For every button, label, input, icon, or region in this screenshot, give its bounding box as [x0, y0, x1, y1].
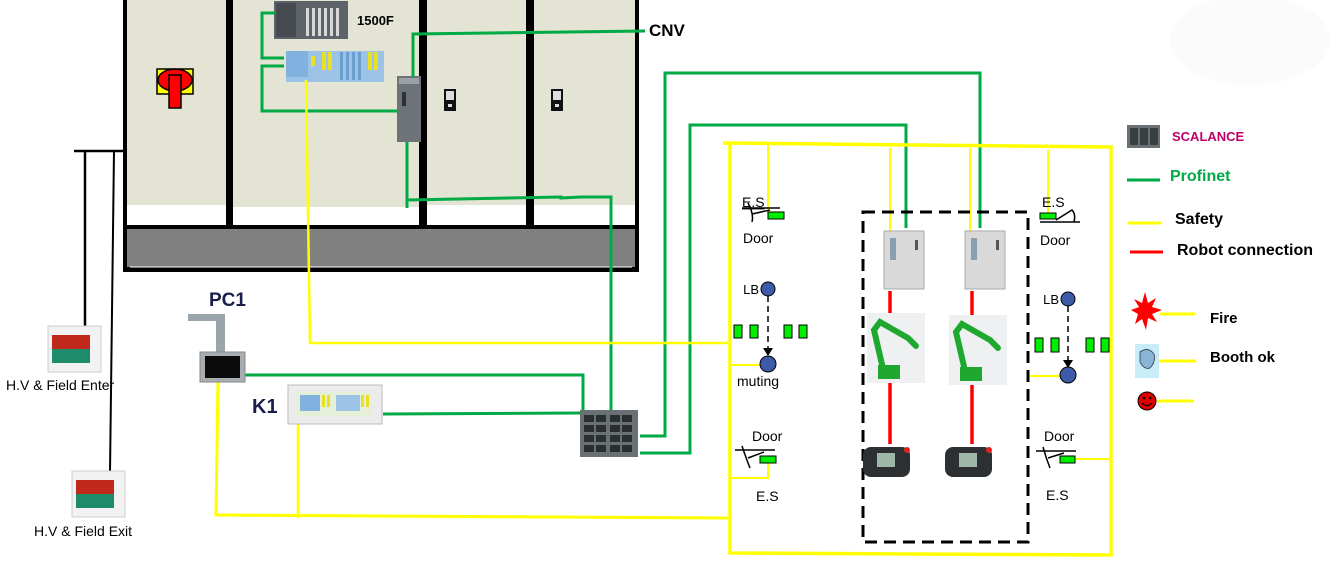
robot-arm-icon[interactable]	[867, 313, 925, 383]
legend: SCALANCE Profinet Safety Robot connectio…	[1127, 125, 1313, 411]
robot-zone-boundary	[861, 210, 1030, 544]
light-barrier-icon[interactable]	[733, 281, 808, 373]
pc1-label: PC1	[209, 290, 246, 311]
right-door-bottom-label: Door	[1044, 428, 1075, 444]
fire-icon	[1131, 292, 1162, 330]
right-door-top-label: Door	[1040, 232, 1071, 248]
door-switch-icon[interactable]	[1036, 446, 1076, 469]
booth-ok-icon	[1135, 344, 1159, 378]
legend-booth-ok-label: Booth ok	[1210, 349, 1276, 366]
left-es-bottom-label: E.S	[756, 488, 779, 504]
hv-field-exit-panel-icon[interactable]	[71, 470, 126, 518]
scalance-switch-icon[interactable]	[580, 410, 638, 457]
door-switch-icon[interactable]	[1039, 209, 1080, 223]
robot-controller-icon[interactable]	[883, 230, 925, 290]
plc-label: 1500F	[357, 13, 394, 28]
teach-pendant-icon[interactable]	[863, 447, 910, 477]
legend-robot-connection-label: Robot connection	[1177, 242, 1313, 259]
right-lb-label: LB	[1043, 292, 1059, 307]
control-cabinet	[123, 0, 639, 272]
smiley-icon	[1137, 391, 1157, 411]
legend-profinet-label: Profinet	[1170, 168, 1231, 185]
hv-field-exit-label: H.V & Field Exit	[34, 523, 132, 539]
plc-1500f-icon[interactable]	[274, 1, 348, 39]
robot-controller-icon[interactable]	[964, 230, 1006, 290]
main-switch-icon[interactable]	[156, 68, 194, 109]
right-es-top-label: E.S	[1042, 194, 1065, 210]
door-handle-icon	[551, 89, 563, 111]
k1-enclosure-icon[interactable]	[287, 384, 383, 425]
hv-field-enter-panel-icon[interactable]	[47, 325, 102, 373]
field-wiring	[74, 149, 123, 473]
left-lb-label: LB	[743, 282, 759, 297]
robot-wiring	[888, 291, 974, 444]
profinet-wiring	[234, 11, 982, 455]
robot-arm-icon[interactable]	[949, 315, 1007, 385]
safety-wiring	[214, 79, 1196, 557]
muting-label: muting	[737, 373, 779, 389]
door-switch-icon[interactable]	[735, 445, 777, 469]
network-module-icon[interactable]	[397, 76, 421, 142]
right-es-bottom-label: E.S	[1046, 487, 1069, 503]
door-switch-icon[interactable]	[742, 202, 785, 223]
light-barrier-icon[interactable]	[1034, 291, 1110, 384]
cnv-label: CNV	[649, 21, 686, 40]
left-es-top-label: E.S	[742, 194, 765, 210]
io-module-icon[interactable]	[286, 51, 384, 82]
legend-safety-label: Safety	[1175, 211, 1223, 228]
teach-pendant-icon[interactable]	[945, 447, 992, 477]
door-handle-icon	[444, 89, 456, 111]
k1-label: K1	[252, 396, 278, 418]
scalance-legend-icon	[1127, 125, 1160, 148]
pc1-hmi-icon[interactable]	[188, 314, 246, 383]
left-door-bottom-label: Door	[752, 428, 783, 444]
legend-scalance-label: SCALANCE	[1172, 129, 1245, 144]
legend-fire-label: Fire	[1210, 310, 1238, 327]
hv-field-enter-label: H.V & Field Enter	[6, 377, 114, 393]
watermark	[1170, 0, 1330, 85]
left-door-top-label: Door	[743, 230, 774, 246]
